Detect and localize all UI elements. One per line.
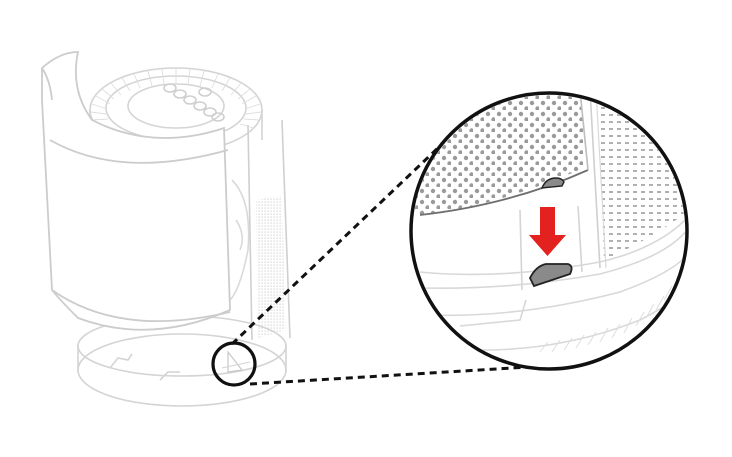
- base-hatching: [539, 285, 673, 353]
- perforated-grille: [256, 196, 286, 338]
- upper-slot: [540, 177, 565, 189]
- magnified-callout-ring: [409, 91, 689, 371]
- leader-line-lower: [249, 364, 546, 386]
- release-tab: [528, 263, 573, 288]
- small-callout-ring: [211, 341, 257, 387]
- control-buttons: [163, 83, 225, 122]
- top-grille-fins: [90, 68, 262, 129]
- callout-leader-lines: [230, 144, 546, 386]
- air-purifier-device: [41, 51, 291, 407]
- push-down-arrow-icon: [529, 207, 566, 256]
- outer-cover: [41, 51, 231, 331]
- magnified-callout: [409, 91, 689, 371]
- small-callout: [211, 341, 257, 387]
